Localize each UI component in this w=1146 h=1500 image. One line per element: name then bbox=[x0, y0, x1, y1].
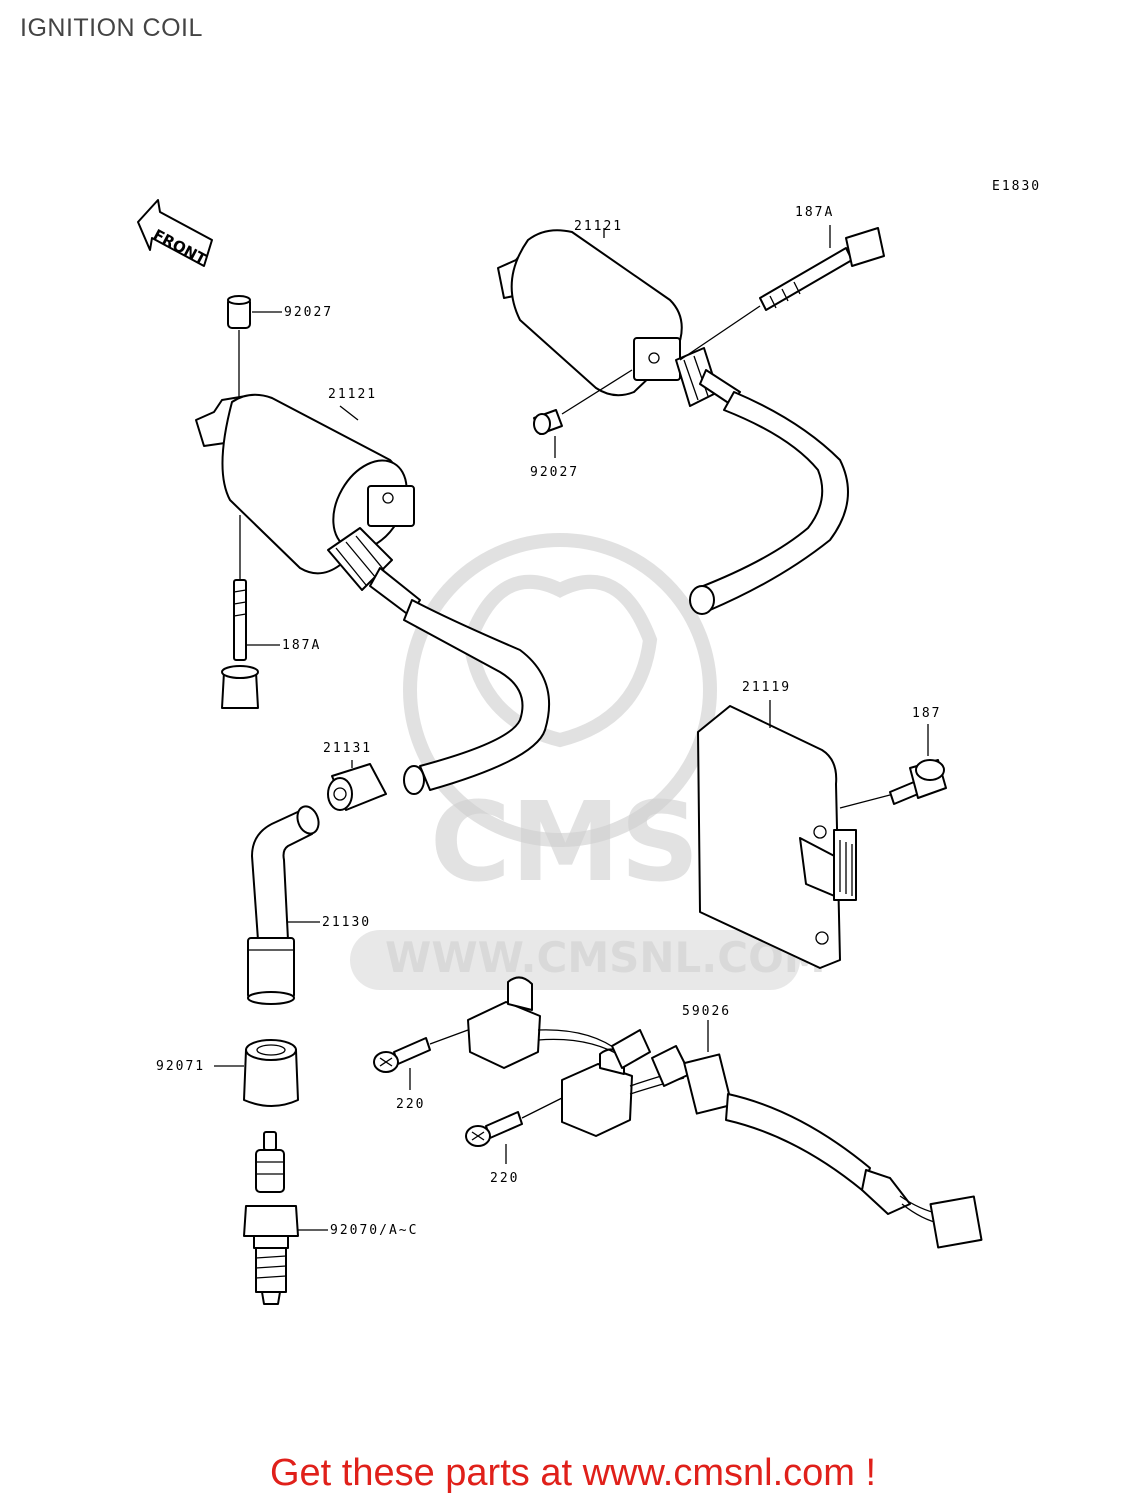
screw-220-upper bbox=[373, 1029, 469, 1090]
label-187a-right: 187A bbox=[795, 205, 834, 220]
boot-92071 bbox=[214, 1039, 299, 1107]
plug-cap-21130 bbox=[247, 805, 320, 1005]
igniter-21119 bbox=[697, 700, 857, 969]
spark-plug-92070 bbox=[243, 1131, 328, 1305]
seal-21131 bbox=[327, 760, 387, 811]
collar-92027-right bbox=[533, 369, 633, 458]
cms-watermark: CMS WWW.CMSNL.COM bbox=[350, 533, 826, 990]
bolt-187 bbox=[839, 724, 947, 809]
label-21130: 21130 bbox=[322, 915, 371, 930]
label-187a-left: 187A bbox=[282, 638, 321, 653]
ignition-coil-right bbox=[497, 228, 849, 615]
parts-diagram: CMS WWW.CMSNL.COM E1830 FRONT 92027 2112… bbox=[137, 179, 1041, 1305]
footer-promo: Get these parts at www.cmsnl.com ! bbox=[269, 1452, 877, 1494]
front-arrow-icon: FRONT bbox=[137, 199, 213, 269]
diagram-code: E1830 bbox=[992, 179, 1041, 194]
watermark-url: WWW.CMSNL.COM bbox=[385, 933, 826, 982]
label-92070: 92070/A~C bbox=[330, 1223, 418, 1238]
collar-92027-left bbox=[227, 295, 282, 400]
bolt-187a-left bbox=[221, 515, 280, 709]
label-59026: 59026 bbox=[682, 1004, 731, 1019]
pickup-coil-59026 bbox=[467, 976, 983, 1249]
label-187: 187 bbox=[912, 706, 941, 721]
label-220-upper: 220 bbox=[396, 1097, 425, 1112]
bolt-187a-right bbox=[679, 225, 885, 361]
page-title: IGNITION COIL bbox=[20, 14, 203, 42]
label-92071: 92071 bbox=[156, 1059, 205, 1074]
screw-220-lower bbox=[465, 1097, 563, 1164]
label-21121-right: 21121 bbox=[574, 219, 623, 234]
label-21121-left: 21121 bbox=[328, 387, 377, 402]
label-21119: 21119 bbox=[742, 680, 791, 695]
ignition-coil-left bbox=[195, 393, 551, 795]
label-92027-right: 92027 bbox=[530, 465, 579, 480]
watermark-brand: CMS bbox=[430, 778, 699, 906]
label-21131: 21131 bbox=[323, 741, 372, 756]
label-92027-top: 92027 bbox=[284, 305, 333, 320]
label-220-lower: 220 bbox=[490, 1171, 519, 1186]
